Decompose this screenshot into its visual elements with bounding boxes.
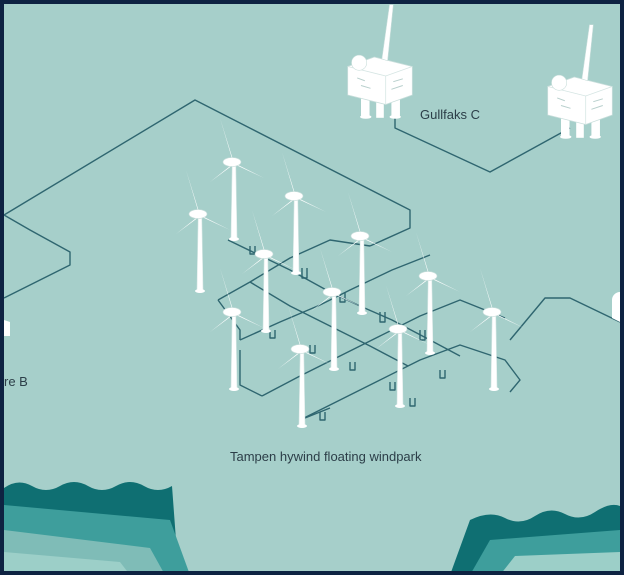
windpark-label: Tampen hywind floating windpark [230,449,422,464]
sea-surface [4,4,620,571]
oil-platform-icon [4,320,10,336]
platform-label-partial: re B [4,374,28,389]
platform-label-gullfaks-c: Gullfaks C [420,107,480,122]
wave-bands [4,482,620,575]
